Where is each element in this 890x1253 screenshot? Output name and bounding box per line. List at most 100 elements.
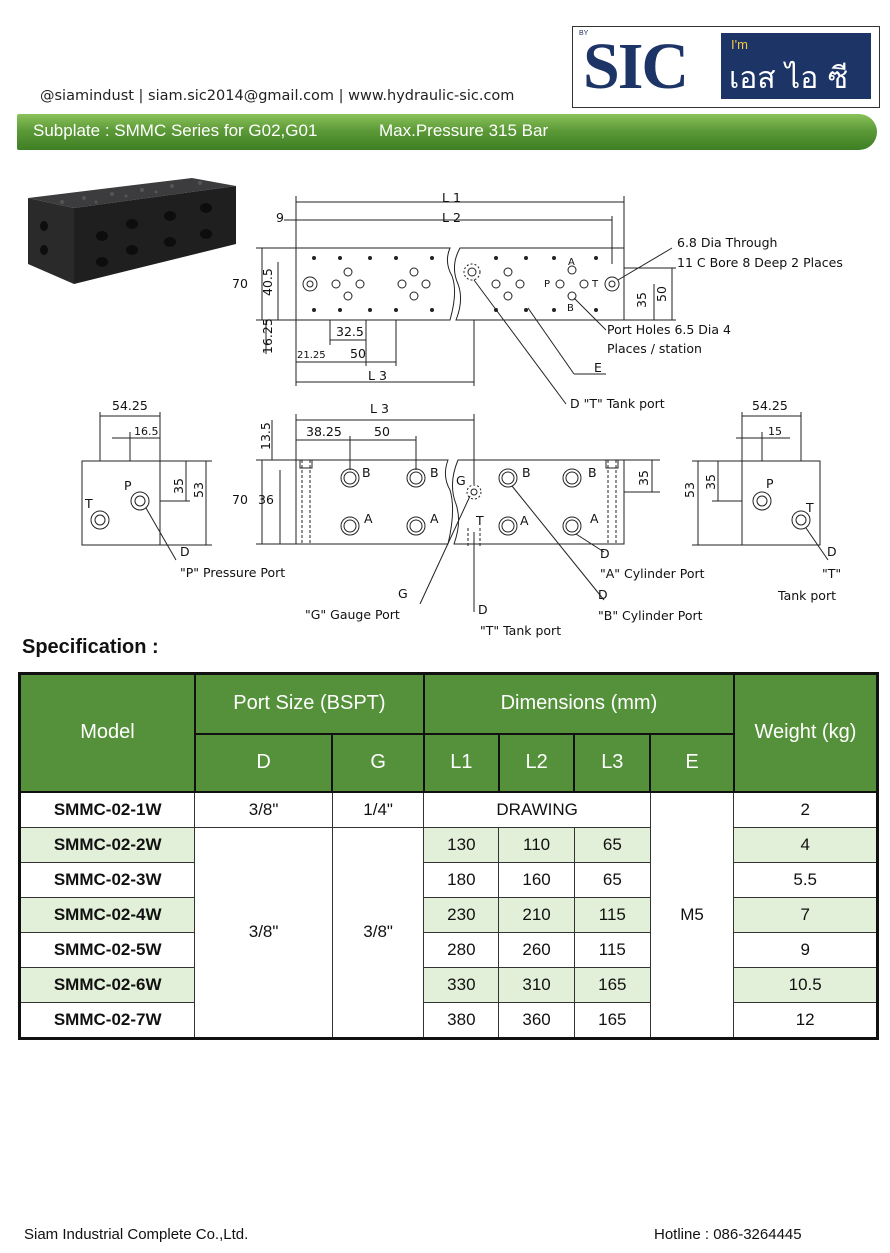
- banner-title: Subplate : SMMC Series for G02,G01: [33, 121, 318, 140]
- dim-70-front: 70: [232, 492, 248, 507]
- dim-53-left: 53: [191, 482, 206, 498]
- logo-im: I'm: [731, 37, 748, 52]
- table-row: SMMC-02-7W 380 360 165 12: [18, 1001, 878, 1039]
- header-l2: L2: [497, 732, 576, 793]
- dim-50-top: 50: [350, 346, 366, 361]
- logo-thai: เอส ไอ ซี: [729, 61, 849, 96]
- spec-title: Specification :: [22, 636, 159, 658]
- label-t-port-bottom: "T" Tank port: [480, 623, 561, 638]
- header-port-size: Port Size (BSPT): [193, 672, 425, 735]
- front-a1: A: [364, 511, 373, 526]
- header-l3: L3: [573, 732, 652, 793]
- label-tank-port: Tank port: [777, 588, 836, 603]
- table-row: SMMC-02-3W 180 160 65 5.5: [18, 861, 878, 898]
- model-cell: SMMC-02-1W: [18, 791, 196, 828]
- dim-21-25: 21.25: [297, 350, 326, 361]
- model-cell: SMMC-02-7W: [18, 1001, 196, 1039]
- front-b2: B: [430, 465, 439, 480]
- l1-cell: 380: [423, 1001, 500, 1039]
- footer-company: Siam Industrial Complete Co.,Ltd.: [24, 1226, 249, 1243]
- front-a4: A: [590, 511, 599, 526]
- model-cell: SMMC-02-5W: [18, 931, 196, 968]
- model-cell: SMMC-02-4W: [18, 896, 196, 933]
- front-b4: B: [588, 465, 597, 480]
- l3-cell: 115: [573, 931, 651, 968]
- weight-cell: 7: [733, 896, 878, 933]
- label-e: E: [594, 360, 602, 375]
- dim-35-left: 35: [171, 478, 186, 494]
- l1-cell: 330: [423, 966, 500, 1003]
- dim-l3-front: L 3: [370, 401, 389, 416]
- header-d: D: [193, 732, 334, 793]
- label-a-port: "A" Cylinder Port: [600, 566, 705, 581]
- weight-cell: 2: [733, 791, 878, 828]
- banner-pressure: Max.Pressure 315 Bar: [379, 121, 549, 140]
- g-cell: 1/4": [331, 791, 425, 828]
- front-b3: B: [522, 465, 531, 480]
- right-t: T: [805, 500, 814, 515]
- l1-cell: 180: [423, 861, 500, 898]
- l2-cell: 110: [498, 826, 575, 863]
- dim-l2: L 2: [442, 210, 461, 225]
- dim-54-25-right: 54.25: [752, 398, 788, 413]
- left-t: T: [84, 496, 93, 511]
- l1-cell: 280: [423, 931, 500, 968]
- note-through: 6.8 Dia Through: [677, 235, 777, 250]
- dim-9: 9: [276, 210, 284, 225]
- weight-cell: 12: [733, 1001, 878, 1039]
- label-g-port: "G" Gauge Port: [305, 607, 400, 622]
- l3-cell: 115: [573, 896, 651, 933]
- dim-35-front: 35: [636, 470, 651, 486]
- label-b-port: "B" Cylinder Port: [598, 608, 703, 623]
- header-weight: Weight (kg): [732, 672, 879, 793]
- front-t: T: [475, 513, 484, 528]
- l1-cell: 230: [423, 896, 500, 933]
- dim-38-25: 38.25: [306, 424, 342, 439]
- l3-cell: 65: [573, 861, 651, 898]
- l3-cell: 165: [573, 966, 651, 1003]
- header-l1: L1: [422, 732, 500, 793]
- l3-cell: 65: [573, 826, 651, 863]
- left-d: D: [180, 544, 190, 559]
- dim-16-25: 16.25: [260, 318, 275, 354]
- l2-cell: 210: [498, 896, 575, 933]
- table-row: SMMC-02-4W 230 210 115 7: [18, 896, 878, 933]
- dim-l3-top: L 3: [368, 368, 387, 383]
- drawing-cell: DRAWING: [423, 791, 651, 828]
- model-cell: SMMC-02-6W: [18, 966, 196, 1003]
- top-p: P: [544, 279, 550, 290]
- dim-13-5: 13.5: [258, 422, 273, 450]
- note-bore: 11 C Bore 8 Deep 2 Places: [677, 255, 843, 270]
- left-p: P: [124, 478, 132, 493]
- weight-cell: 4: [733, 826, 878, 863]
- dim-40-5: 40.5: [260, 268, 275, 296]
- l2-cell: 260: [498, 931, 575, 968]
- l2-cell: 310: [498, 966, 575, 1003]
- e-merged-cell: M5: [649, 791, 735, 1039]
- d-cell: 3/8": [194, 791, 333, 828]
- dim-54-25-left: 54.25: [112, 398, 148, 413]
- table-row: SMMC-02-2W 3/8" 3/8" 130 110 65 4: [18, 826, 878, 1039]
- subplate-photo: [28, 178, 236, 284]
- l1-cell: 130: [423, 826, 500, 863]
- weight-cell: 9: [733, 931, 878, 968]
- dim-32-5: 32.5: [336, 324, 364, 339]
- label-t-right: "T": [822, 566, 841, 581]
- logo-brand: SIC: [583, 30, 689, 103]
- label-p-port: "P" Pressure Port: [180, 565, 285, 580]
- dim-53-right: 53: [682, 482, 697, 498]
- g-merged-cell: 3/8": [331, 826, 425, 1039]
- dim-50-front: 50: [374, 424, 390, 439]
- table-row: SMMC-02-5W 280 260 115 9: [18, 931, 878, 968]
- dim-36: 36: [258, 492, 274, 507]
- sic-logo: BY SIC I'm เอส ไอ ซี: [572, 26, 880, 108]
- d-merged-cell: 3/8": [194, 826, 333, 1039]
- label-tank-top: D "T" Tank port: [570, 396, 665, 411]
- l2-cell: 360: [498, 1001, 575, 1039]
- front-g: G: [456, 473, 466, 488]
- weight-cell: 5.5: [733, 861, 878, 898]
- l3-cell: 165: [573, 1001, 651, 1039]
- top-t: T: [591, 279, 599, 290]
- title-banner: Subplate : SMMC Series for G02,G01 Max.P…: [17, 114, 877, 150]
- front-g-leader: G: [398, 586, 408, 601]
